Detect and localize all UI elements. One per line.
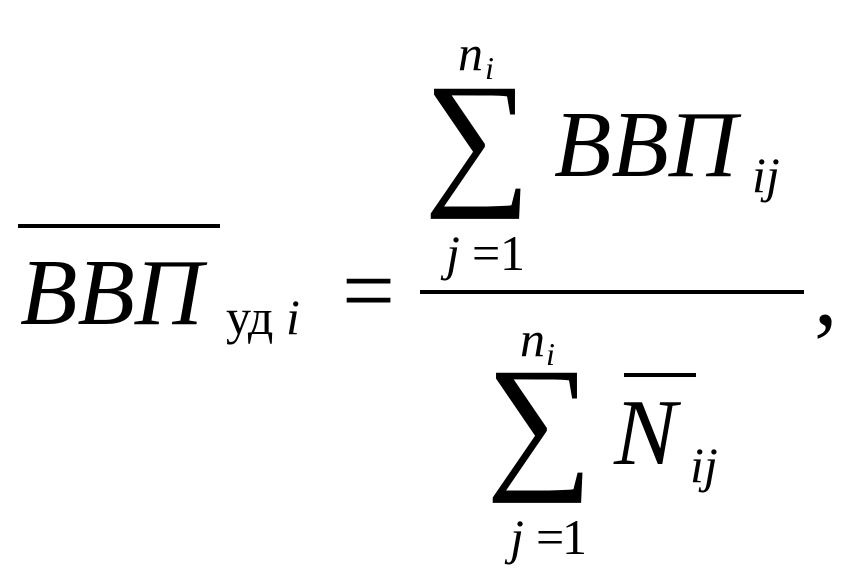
denominator-upper-limit-sub: i xyxy=(546,336,555,372)
denominator-term-symbol: N xyxy=(614,381,677,485)
denominator-sum-symbol: ∑ xyxy=(486,338,593,504)
denominator-lower-limit-var: j xyxy=(510,509,524,565)
trailing-comma: , xyxy=(814,241,838,345)
denominator-lower-limit-eq: = xyxy=(536,509,565,565)
lhs-subscript-italic: i xyxy=(286,289,300,345)
denominator-lower-limit-val: 1 xyxy=(562,509,587,565)
numerator-upper-limit-var: n xyxy=(458,25,483,81)
numerator-sum-symbol: ∑ xyxy=(424,54,531,220)
denominator-upper-limit-var: n xyxy=(520,311,545,367)
fraction-bar xyxy=(420,290,804,294)
lhs-subscript-upright: уд xyxy=(226,289,274,345)
denominator-term-overline xyxy=(624,373,696,377)
numerator-lower-limit-eq: = xyxy=(472,225,501,281)
numerator-lower-limit-val: 1 xyxy=(500,225,525,281)
lhs-overline xyxy=(18,224,220,228)
numerator-lower-limit-var: j xyxy=(446,225,460,281)
equals-sign: = xyxy=(342,239,396,343)
denominator-term-subscript: ij xyxy=(690,437,718,493)
numerator-term-symbol: ВВП xyxy=(554,93,737,197)
numerator-term-subscript: ij xyxy=(752,147,780,203)
lhs-symbol: ВВП xyxy=(20,241,203,345)
numerator-upper-limit-sub: i xyxy=(485,50,494,86)
